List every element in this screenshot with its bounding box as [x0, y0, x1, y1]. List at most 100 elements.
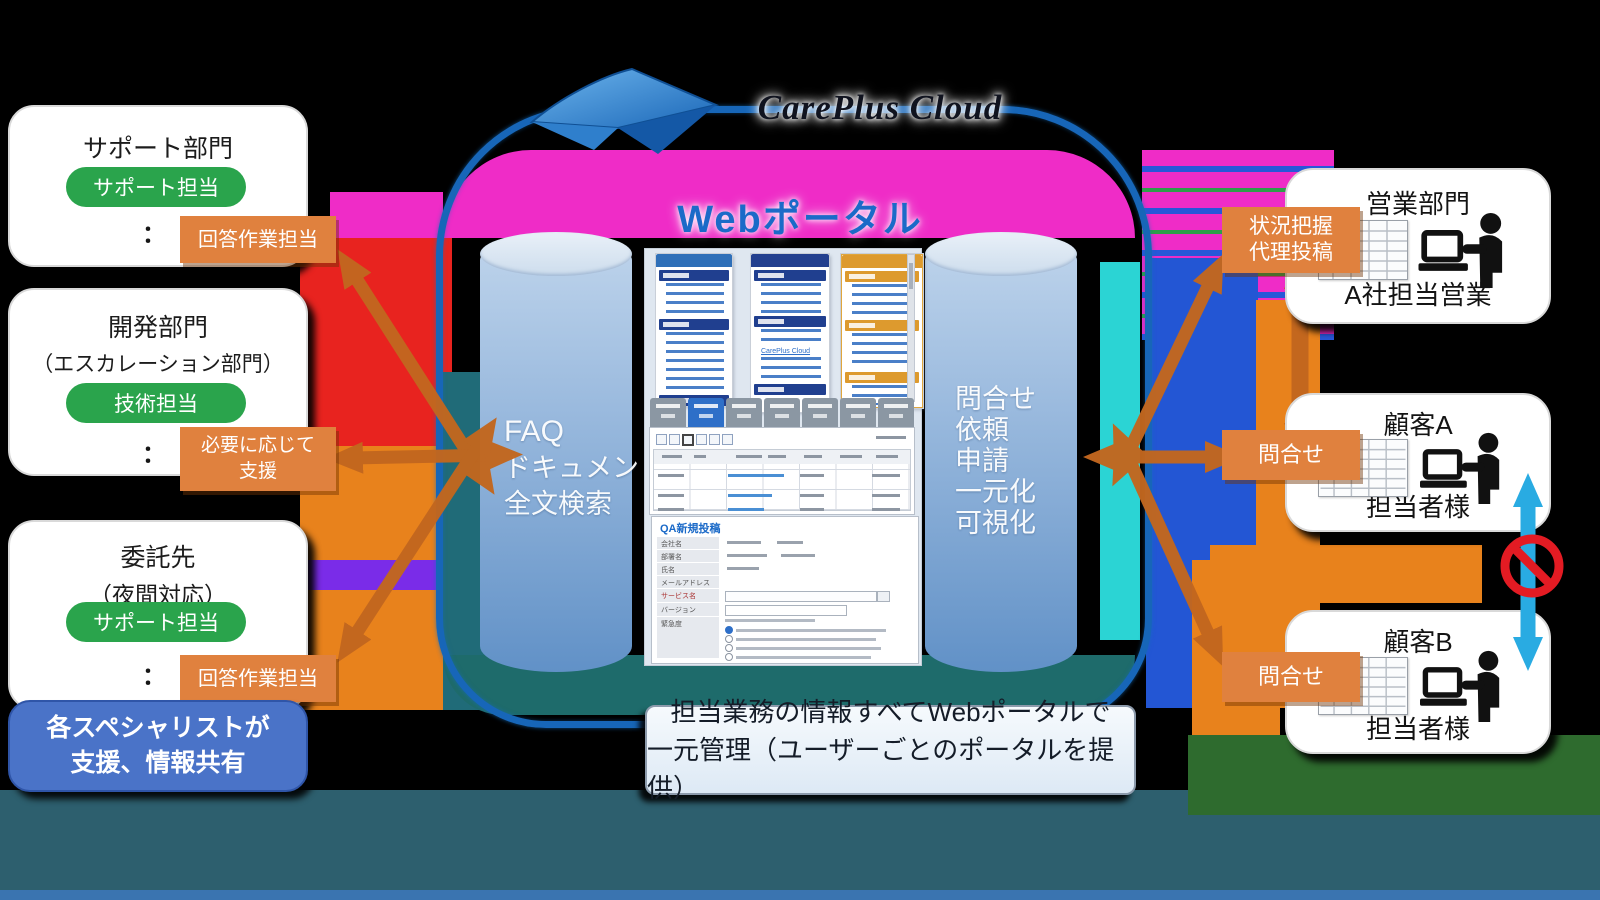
portal-pagination	[656, 434, 733, 446]
specialist-footer-line2: 支援、情報共有	[70, 749, 246, 777]
inquiry-cylinder-line4: 一元化	[955, 477, 1036, 507]
inquiry-cylinder-line5: 可視化	[955, 508, 1036, 538]
form-version-input	[725, 605, 847, 616]
left-arrow-lower	[337, 417, 497, 663]
portal-menu2-section	[754, 270, 826, 281]
portal-tab	[802, 398, 838, 428]
glitch-blue-bottom-line	[0, 890, 1600, 900]
inquiry-cylinder-line2: 依頼	[955, 415, 1009, 445]
customer-b-title: 顧客B	[1383, 627, 1453, 657]
portal-menu1-header	[656, 254, 732, 267]
portal-table-panel	[650, 428, 914, 514]
inquiry-tag-b: 問合せ	[1222, 652, 1360, 702]
inquiry-tag-b-label: 問合せ	[1257, 664, 1324, 689]
support-staff-pill: サポート担当	[66, 167, 246, 207]
portal-summary-line1: 担当業務の情報すべてWebポータルで	[670, 697, 1111, 727]
development-department-title: 開発部門	[107, 314, 208, 342]
portal-tab-strip	[650, 398, 914, 428]
status-proxy-line1: 状況把握	[1249, 215, 1333, 238]
portal-summary-note: 担当業務の情報すべてWebポータルで 一元管理（ユーザーごとのポータルを提供）	[645, 697, 1136, 803]
portal-menu1-section2	[659, 319, 729, 330]
contractor-colon: ：	[142, 663, 166, 690]
form-label-service: サービス名	[657, 589, 719, 603]
portal-menu2-links2	[761, 329, 821, 345]
support-as-needed-line1: 必要に応じて	[200, 435, 315, 456]
person-laptop-icon	[1418, 212, 1503, 288]
glitch-magenta-left	[330, 192, 443, 247]
portal-menu-column-2: CarePlus Cloud	[751, 254, 829, 412]
right-arrow-upper	[1112, 253, 1224, 487]
portal-menu1-section	[659, 270, 729, 281]
portal-menu1-links2	[666, 332, 724, 392]
sales-department-title: 営業部門	[1365, 189, 1470, 219]
portal-menu3-links	[852, 284, 914, 317]
portal-qa-form: QA新規投稿 会社名 部署名 氏名 メールアドレス サービス名 バージョン 緊急…	[652, 517, 918, 663]
portal-menu3-section2	[845, 320, 919, 331]
portal-summary-line2: 一元管理（ユーザーごとのポータルを提供）	[647, 735, 1115, 803]
portal-menu3-links2	[852, 333, 914, 369]
portal-menu3-section	[845, 271, 919, 282]
inquiry-cylinder-line3: 申請	[955, 446, 1009, 476]
portal-menu2-careplus-link: CarePlus Cloud	[761, 348, 811, 355]
left-arrow-upper	[337, 249, 495, 495]
form-label-email: メールアドレス	[657, 576, 719, 589]
development-colon: ：	[142, 441, 166, 468]
support-as-needed-line2: 支援	[238, 461, 277, 482]
paper-plane-icon	[529, 67, 720, 154]
portal-menu2-links3	[761, 357, 821, 381]
contractor-title: 委託先	[120, 544, 196, 572]
portal-table-grid	[654, 450, 910, 510]
portal-tab-selected	[688, 398, 724, 428]
portal-menu2-header	[751, 254, 829, 267]
sales-department-subtitle: A社担当営業	[1344, 280, 1492, 310]
customer-a-subtitle: 担当者様	[1365, 492, 1470, 522]
person-laptop-icon	[1420, 650, 1500, 722]
inquiry-cylinder-line1: 問合せ	[955, 384, 1036, 414]
form-label-urgency: 緊急度	[657, 617, 719, 659]
person-laptop-icon	[1420, 432, 1500, 504]
form-label-department: 部署名	[657, 550, 719, 563]
inquiry-cylinder-body	[925, 246, 1077, 672]
portal-menu3-header	[842, 255, 922, 268]
portal-menu3-section3	[845, 372, 919, 383]
portal-menu2-section2	[754, 316, 826, 327]
right-arrow-lower	[1112, 423, 1224, 667]
contractor-support-pill-label: サポート担当	[93, 612, 219, 635]
portal-menu2-section3	[754, 384, 826, 395]
portal-tab	[878, 398, 914, 428]
technical-staff-pill-label: 技術担当	[114, 393, 198, 416]
status-proxy-line2: 代理投稿	[1249, 241, 1333, 264]
portal-menu1-links	[666, 283, 724, 316]
portal-tab	[650, 398, 686, 428]
support-colon: ：	[142, 221, 166, 248]
portal-tab	[840, 398, 876, 428]
faq-cylinder-line3: 全文検索	[504, 489, 612, 519]
inquiry-tag-a-label: 問合せ	[1257, 442, 1324, 467]
faq-cylinder-top	[480, 232, 632, 276]
development-department-box: 開発部門 （エスカレーション部門）	[8, 288, 308, 476]
inquiry-cylinder-top	[925, 232, 1077, 276]
radio-level3	[725, 644, 733, 652]
portal-tab	[726, 398, 762, 428]
portal-page-info	[876, 436, 906, 439]
specialist-footer-box: 各スペシャリストが 支援、情報共有	[8, 700, 308, 792]
form-label-name: 氏名	[657, 563, 719, 576]
portal-tab	[764, 398, 800, 428]
answer-staff-tag-1-label: 回答作業担当	[198, 228, 318, 251]
form-label-version: バージョン	[657, 603, 719, 617]
radio-level4	[725, 653, 733, 661]
product-title: CarePlus Cloud	[757, 88, 1003, 127]
support-as-needed-tag: 必要に応じて 支援	[180, 427, 336, 491]
status-proxy-tag: 状況把握 代理投稿	[1222, 207, 1360, 273]
support-department-title: サポート部門	[82, 135, 233, 163]
customer-a-title: 顧客A	[1383, 410, 1453, 440]
development-department-subtitle: （エスカレーション部門）	[32, 353, 284, 376]
faq-cylinder-line2: ドキュメント	[504, 453, 666, 483]
support-staff-pill-label: サポート担当	[93, 177, 219, 200]
radio-level2	[725, 635, 733, 643]
form-label-company: 会社名	[657, 537, 719, 550]
web-portal-title: Webポータル	[677, 199, 923, 241]
contractor-support-pill: サポート担当	[66, 602, 246, 642]
customer-b-subtitle: 担当者様	[1365, 714, 1470, 744]
